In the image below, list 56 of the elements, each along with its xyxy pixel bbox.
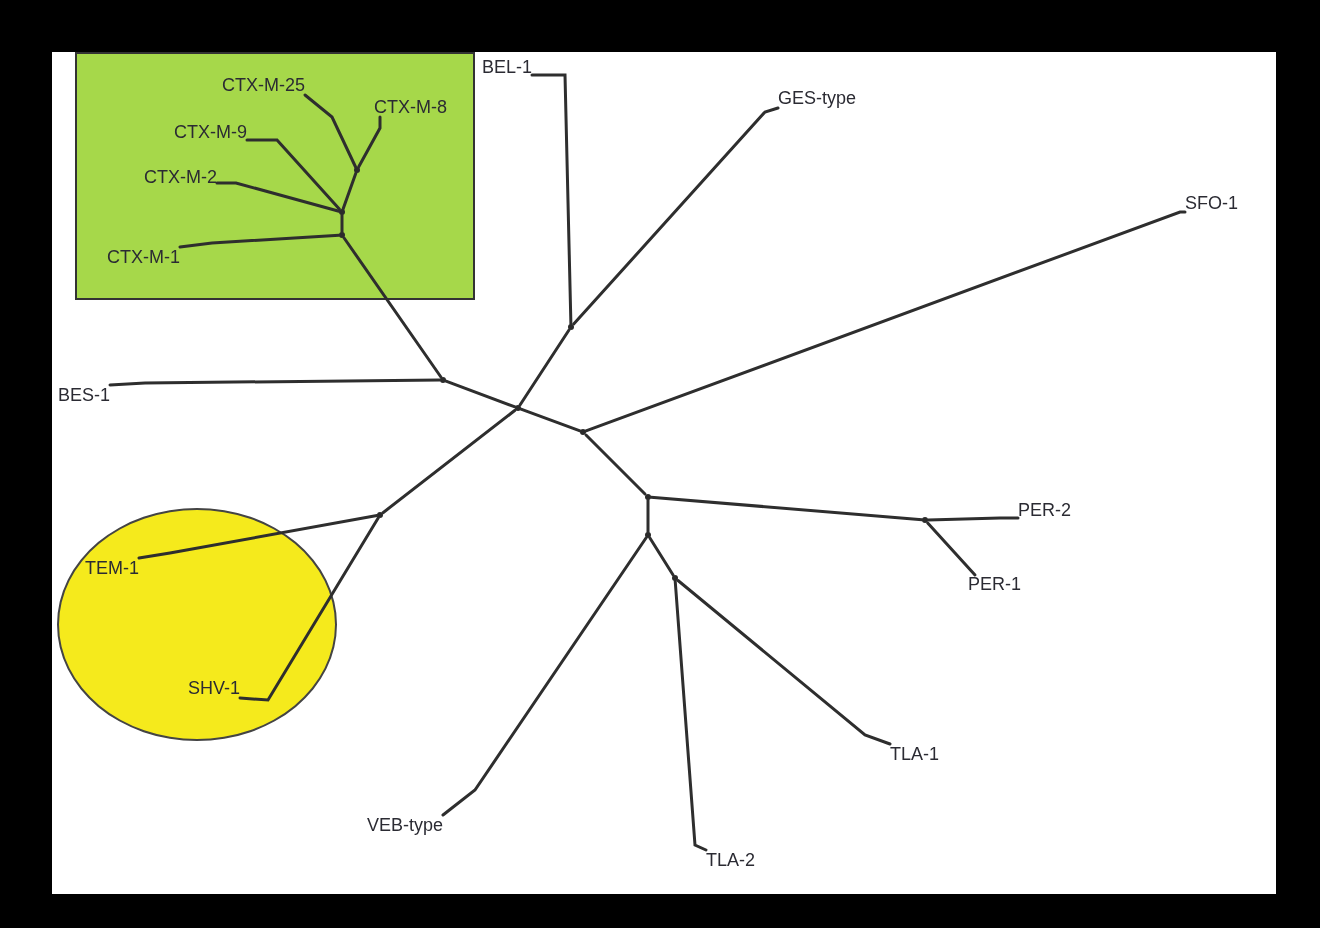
tree-branch <box>649 495 924 522</box>
taxon-label: VEB-type <box>367 815 444 835</box>
tree-branch <box>178 233 341 249</box>
tree-branch <box>357 115 382 169</box>
tree-branch <box>646 498 650 534</box>
taxon-label: PER-1 <box>968 574 1021 594</box>
branch-node-dot <box>339 232 345 238</box>
tree-branch <box>215 181 341 213</box>
tree-branch <box>518 328 571 407</box>
tree-branch <box>584 210 1187 433</box>
taxon-label: TLA-2 <box>706 850 756 870</box>
highlight-rectangle <box>75 52 475 300</box>
branch-node-dot <box>922 517 928 523</box>
branch-node-dot <box>440 377 446 383</box>
branch-node-dot <box>568 324 574 330</box>
branch-node-dot <box>354 167 360 173</box>
tree-branch <box>572 106 780 326</box>
taxon-label: CTX-M-9 <box>174 122 247 142</box>
branch-node-dot <box>672 575 678 581</box>
tree-branch <box>584 433 647 496</box>
tree-branch <box>303 93 358 169</box>
tree-branch <box>926 521 977 577</box>
tree-branch <box>108 378 442 387</box>
branch-node-dot <box>645 494 651 500</box>
taxon-label: TEM-1 <box>85 558 139 578</box>
branch-node-dot <box>645 532 651 538</box>
tree-branch <box>648 536 675 577</box>
tree-branch <box>342 236 443 379</box>
taxon-label: SFO-1 <box>1185 193 1238 213</box>
taxon-label: BEL-1 <box>482 57 533 77</box>
branch-node-dot <box>580 429 586 435</box>
tree-branch <box>381 408 517 515</box>
taxon-label: CTX-M-25 <box>222 75 305 95</box>
taxon-label: BES-1 <box>58 385 111 405</box>
tree-branch <box>673 579 708 852</box>
taxon-label: SHV-1 <box>188 678 241 698</box>
branch-node-dot <box>339 209 345 215</box>
tree-branch <box>444 379 517 409</box>
tree-branch <box>676 579 892 746</box>
tree-branch <box>341 171 358 211</box>
branch-node-dot <box>515 405 521 411</box>
taxon-label: CTX-M-2 <box>144 167 217 187</box>
taxon-label: TLA-1 <box>890 744 940 764</box>
taxon-label: GES-type <box>778 88 857 108</box>
taxon-label: PER-2 <box>1018 500 1071 520</box>
tree-branch <box>441 536 648 817</box>
tree-branch <box>519 407 582 433</box>
tree-branch <box>340 213 344 234</box>
tree-branch <box>137 514 379 560</box>
tree-branch <box>238 516 380 702</box>
taxon-label: CTX-M-1 <box>107 247 180 267</box>
tree-branch <box>245 138 341 211</box>
taxon-label: CTX-M-8 <box>374 97 447 117</box>
tree-branch <box>926 516 1020 522</box>
tree-branch <box>530 73 573 326</box>
branch-node-dot <box>377 512 383 518</box>
